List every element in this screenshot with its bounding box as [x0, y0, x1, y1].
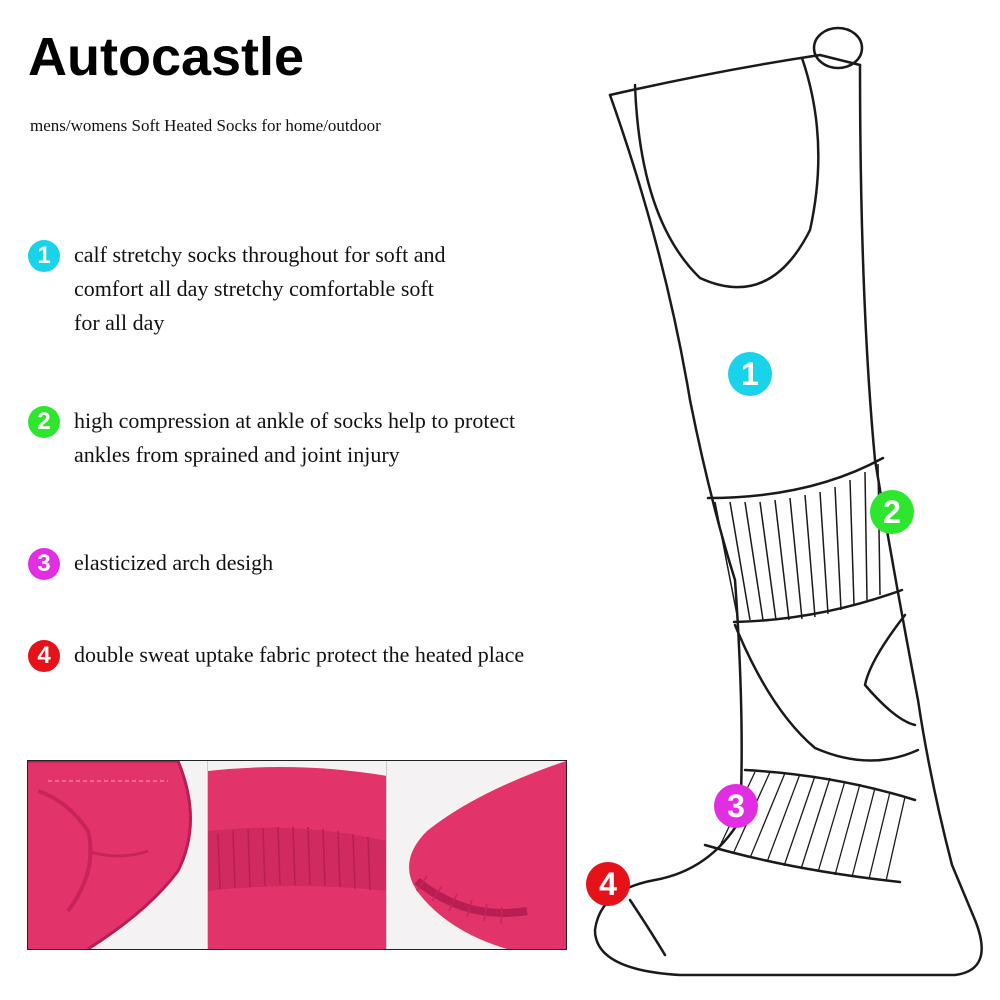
- toe-photo-image: [387, 761, 567, 949]
- number-badge-4: 4: [28, 640, 60, 672]
- product-subtitle: mens/womens Soft Heated Socks for home/o…: [30, 116, 381, 135]
- hanging-loop: [812, 26, 864, 70]
- detail-photo-strip: [27, 760, 567, 950]
- feature-item-4: 4 double sweat uptake fabric protect the…: [28, 638, 524, 672]
- feature-text-3: elasticized arch desigh: [74, 550, 274, 575]
- diagram-marker-1: 1: [728, 352, 772, 396]
- feature-text-4: double sweat uptake fabric protect the h…: [74, 642, 525, 667]
- diagram-marker-3: 3: [714, 784, 758, 828]
- feature-item-1: 1 calf stretchy socks throughout for sof…: [28, 238, 445, 340]
- diagram-marker-4: 4: [586, 862, 630, 906]
- cuff-photo-image: [28, 761, 207, 949]
- arch-photo-image: [207, 761, 387, 949]
- feature-item-2: 2 high compression at ankle of socks hel…: [28, 404, 515, 472]
- sock-outline-diagram: [593, 26, 983, 977]
- cuff-photo: [28, 761, 208, 949]
- brand-title: Autocastle: [28, 27, 305, 87]
- toe-photo: [387, 761, 567, 949]
- diagram-marker-2: 2: [870, 490, 914, 534]
- feature-text-2: high compression at ankle of socks help …: [74, 408, 516, 467]
- number-badge-2: 2: [28, 406, 60, 438]
- feature-text-1: calf stretchy socks throughout for soft …: [74, 242, 446, 335]
- number-badge-1: 1: [28, 240, 60, 272]
- feature-item-3: 3 elasticized arch desigh: [28, 546, 273, 580]
- number-badge-3: 3: [28, 548, 60, 580]
- arch-photo: [207, 761, 388, 949]
